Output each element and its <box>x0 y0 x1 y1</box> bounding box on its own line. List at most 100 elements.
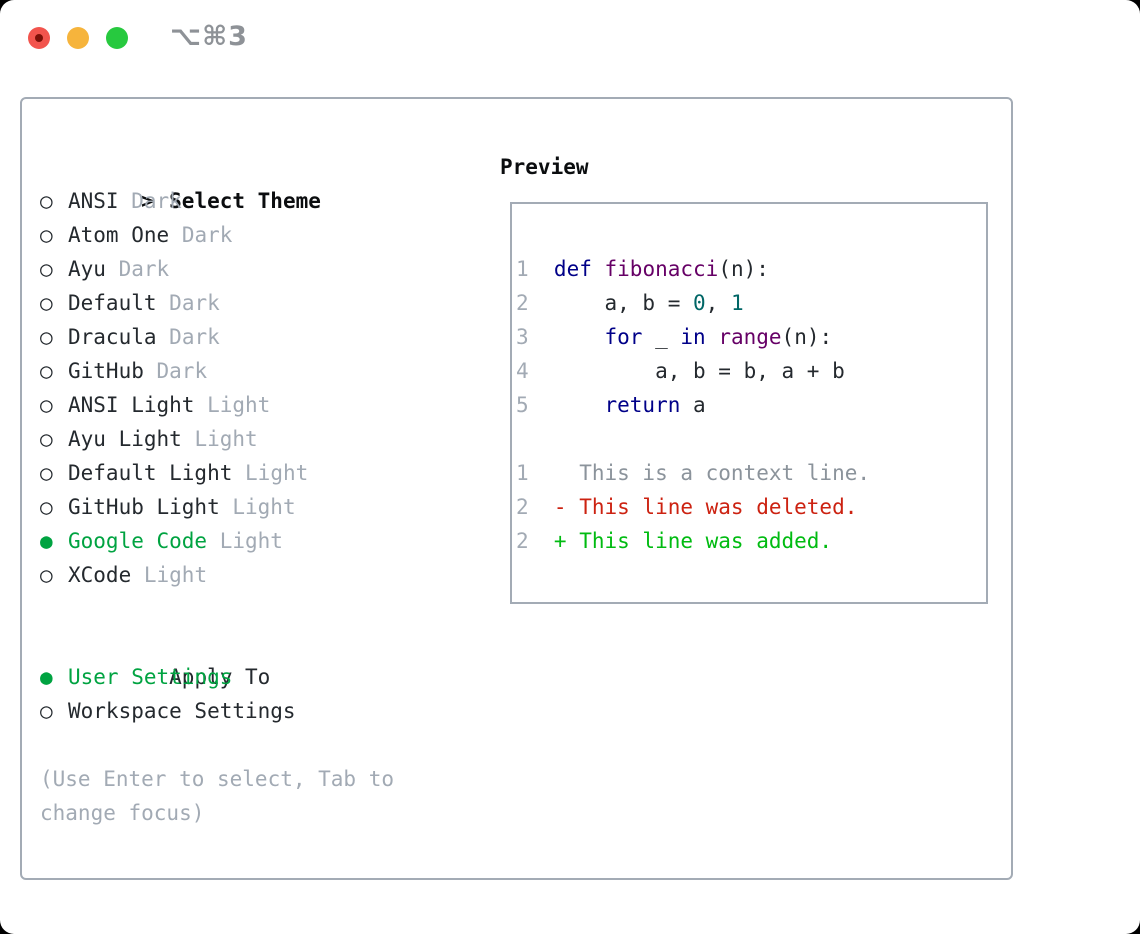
theme-option-default[interactable]: ○ Default Dark <box>40 286 394 320</box>
theme-name: Dracula <box>68 325 157 349</box>
token-num: 0 <box>693 291 706 315</box>
radio-unselected-icon: ○ <box>40 563 53 587</box>
diff-text: - This line was deleted. <box>553 495 858 519</box>
help-text: (Use Enter to select, Tab to change focus… <box>40 762 394 830</box>
apply-option-label: User Settings <box>68 665 233 689</box>
code-line: 5 return a <box>516 388 986 422</box>
token: (n): <box>781 325 833 349</box>
theme-name: GitHub Light <box>68 495 220 519</box>
theme-option-default-light[interactable]: ○ Default Light Light <box>40 456 394 490</box>
theme-option-ayu-light[interactable]: ○ Ayu Light Light <box>40 422 394 456</box>
focus-caret-icon: > <box>141 189 154 213</box>
preview-title: Preview <box>500 155 589 179</box>
theme-variant-tag: Dark <box>169 291 220 315</box>
line-number: 3 <box>516 325 529 349</box>
line-number: 5 <box>516 393 529 417</box>
theme-name: Ayu Light <box>68 427 182 451</box>
theme-variant-tag: Light <box>194 427 258 451</box>
help-text-line: change focus) <box>40 801 205 825</box>
radio-unselected-icon: ○ <box>40 427 53 451</box>
theme-option-google-code[interactable]: ● Google Code Light <box>40 524 394 558</box>
token-fn: range <box>718 325 782 349</box>
select-theme-title: Select Theme <box>169 189 321 213</box>
radio-selected-icon: ● <box>40 665 53 689</box>
diff-text: + This line was added. <box>553 529 833 553</box>
theme-option-atom-one[interactable]: ○Atom One Dark <box>40 218 394 252</box>
theme-name: Atom One <box>68 223 170 247</box>
line-number: 1 <box>516 257 529 281</box>
theme-list-section: >Select Theme ○ANSI Dark○Atom One Dark○A… <box>40 150 394 830</box>
radio-selected-icon: ● <box>40 529 53 553</box>
theme-option-dracula[interactable]: ○ Dracula Dark <box>40 320 394 354</box>
window-titlebar: ⌥⌘3 <box>0 0 1140 97</box>
minimize-button[interactable] <box>67 27 89 49</box>
token-fn: fibonacci <box>604 257 719 281</box>
line-number: 2 <box>516 495 529 519</box>
token-kw: in <box>680 325 706 349</box>
radio-unselected-icon: ○ <box>40 189 53 213</box>
token: a, b = b, a + b <box>553 359 845 383</box>
theme-option-ansi[interactable]: ○ANSI Dark <box>40 184 394 218</box>
theme-name: Default Light <box>68 461 233 485</box>
code-line: 3 for _ in range(n): <box>516 320 986 354</box>
apply-option-user-settings[interactable]: ● User Settings <box>40 660 394 694</box>
theme-name: GitHub <box>68 359 144 383</box>
theme-name: Google Code <box>68 529 208 553</box>
token <box>592 257 605 281</box>
token: , <box>705 291 731 315</box>
theme-name: ANSI <box>68 189 119 213</box>
radio-unselected-icon: ○ <box>40 325 53 349</box>
apply-option-label: Workspace Settings <box>68 699 296 723</box>
code-line: 1 def fibonacci(n): <box>516 252 986 286</box>
code-line: 2 a, b = 0, 1 <box>516 286 986 320</box>
theme-option-xcode[interactable]: ○ XCode Light <box>40 558 394 592</box>
radio-unselected-icon: ○ <box>40 461 53 485</box>
theme-variant-tag: Light <box>245 461 309 485</box>
theme-variant-tag: Light <box>207 393 271 417</box>
diff-text: This is a context line. <box>553 461 870 485</box>
theme-name: XCode <box>68 563 132 587</box>
apply-option-workspace-settings[interactable]: ○ Workspace Settings <box>40 694 394 728</box>
token-kw: for <box>604 325 643 349</box>
help-text-line: (Use Enter to select, Tab to <box>40 767 395 791</box>
theme-option-list: ○ ANSI Dark ○ Atom One Dark ○Ayu Dark ○ Defaul… <box>40 184 394 592</box>
line-number: 4 <box>516 359 529 383</box>
theme-variant-tag: Dark <box>169 325 220 349</box>
radio-unselected-icon: ○ <box>40 359 53 383</box>
radio-unselected-icon: ○ <box>40 291 53 315</box>
token-num: 1 <box>730 291 744 315</box>
gap <box>40 728 394 762</box>
theme-option-github[interactable]: ○ GitHub Dark <box>40 354 394 388</box>
line-number: 1 <box>516 461 529 485</box>
select-theme-header: > Select Theme <box>40 150 394 213</box>
token <box>706 325 719 349</box>
token: a <box>680 393 706 417</box>
theme-variant-tag: Light <box>219 529 283 553</box>
diff-preview: 1 This is a context line. 2 - This line wa… <box>516 456 986 558</box>
radio-unselected-icon: ○ <box>40 393 53 417</box>
token: a, b = <box>553 291 693 315</box>
theme-name: Default <box>68 291 157 315</box>
gap <box>40 592 394 626</box>
tab-shortcut-label: ⌥⌘3 <box>170 21 248 52</box>
theme-variant-tag: Dark <box>156 359 208 383</box>
theme-option-ayu[interactable]: ○Ayu Dark <box>40 252 394 286</box>
token-kw: def <box>553 257 592 281</box>
theme-option-ansi-light[interactable]: ○ANSI Light Light <box>40 388 394 422</box>
radio-unselected-icon: ○ <box>40 495 53 519</box>
theme-option-github-light[interactable]: ○ GitHub Light Light <box>40 490 394 524</box>
radio-unselected-icon: ○ <box>40 699 53 723</box>
token: (n): <box>718 257 769 281</box>
close-button[interactable] <box>28 27 50 49</box>
diff-line-context: 1 This is a context line. <box>516 456 986 490</box>
apply-to-header: Apply To <box>40 626 394 689</box>
theme-variant-tag: Light <box>232 495 296 519</box>
radio-unselected-icon: ○ <box>40 223 53 247</box>
code-line: 4 a, b = b, a + b <box>516 354 986 388</box>
theme-variant-tag: Light <box>143 563 208 587</box>
token: _ <box>642 325 681 349</box>
maximize-button[interactable] <box>106 27 128 49</box>
